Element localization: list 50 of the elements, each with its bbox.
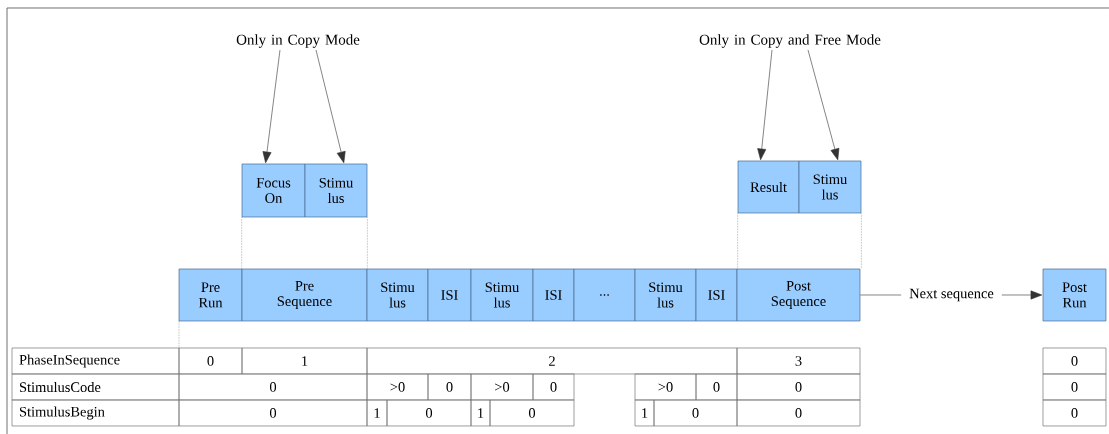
table-cell: >0	[366, 373, 429, 401]
phase-box: Pre Run	[178, 268, 243, 322]
guide-line	[737, 213, 738, 269]
phase-box: Post Run	[1042, 268, 1107, 322]
table-cell: >0	[634, 373, 697, 401]
phase-box: Stimu lus	[634, 268, 697, 322]
arrow	[807, 49, 840, 161]
table-cell: 0	[736, 399, 861, 427]
phase-box: ISI	[695, 268, 738, 322]
table-cell: 0	[1042, 373, 1107, 401]
table-cell: 0	[386, 399, 472, 427]
phase-box: ISI	[532, 268, 575, 322]
table-cell: 0	[178, 373, 368, 401]
phase-box: Result	[737, 160, 800, 214]
table-cell: 0	[1042, 347, 1107, 375]
phase-box: Stimu lus	[798, 160, 862, 214]
table-cell: 1	[241, 347, 368, 375]
arrow	[262, 49, 281, 164]
annotation-text: Only in Copy Mode	[236, 34, 360, 48]
table-cell: StimulusCode	[11, 373, 180, 401]
table-cell: 1	[470, 399, 491, 427]
phase-box: ISI	[427, 268, 472, 322]
table-cell: 1	[366, 399, 388, 427]
edge-label: Next sequence	[901, 280, 1002, 310]
table-cell: 0	[1042, 399, 1107, 427]
table-cell: StimulusBegin	[11, 399, 180, 427]
arrow	[315, 49, 346, 164]
table-cell: 3	[736, 347, 861, 375]
guide-line	[861, 213, 862, 269]
table-cell: 0	[178, 347, 243, 375]
table-cell: 2	[366, 347, 738, 375]
table-cell: 0	[532, 373, 575, 401]
table-cell: 0	[178, 399, 368, 427]
table-cell: 0	[695, 373, 738, 401]
guide-line	[241, 217, 242, 269]
phase-box: Focus On	[241, 163, 306, 218]
phase-box: Stimu lus	[366, 268, 429, 322]
annotation-text: Only in Copy and Free Mode	[699, 34, 881, 48]
table-cell: 0	[427, 373, 472, 401]
table-cell: 1	[634, 399, 655, 427]
phase-box: Stimu lus	[304, 163, 368, 218]
table-cell: >0	[470, 373, 534, 401]
table-cell: 0	[653, 399, 738, 427]
table-cell: 0	[489, 399, 575, 427]
guide-line	[367, 217, 368, 269]
table-cell: 0	[736, 373, 861, 401]
arrow	[757, 49, 773, 161]
table-cell: PhaseInSequence	[11, 347, 180, 375]
phase-box: ...	[573, 268, 636, 322]
phase-box: Stimu lus	[470, 268, 534, 322]
